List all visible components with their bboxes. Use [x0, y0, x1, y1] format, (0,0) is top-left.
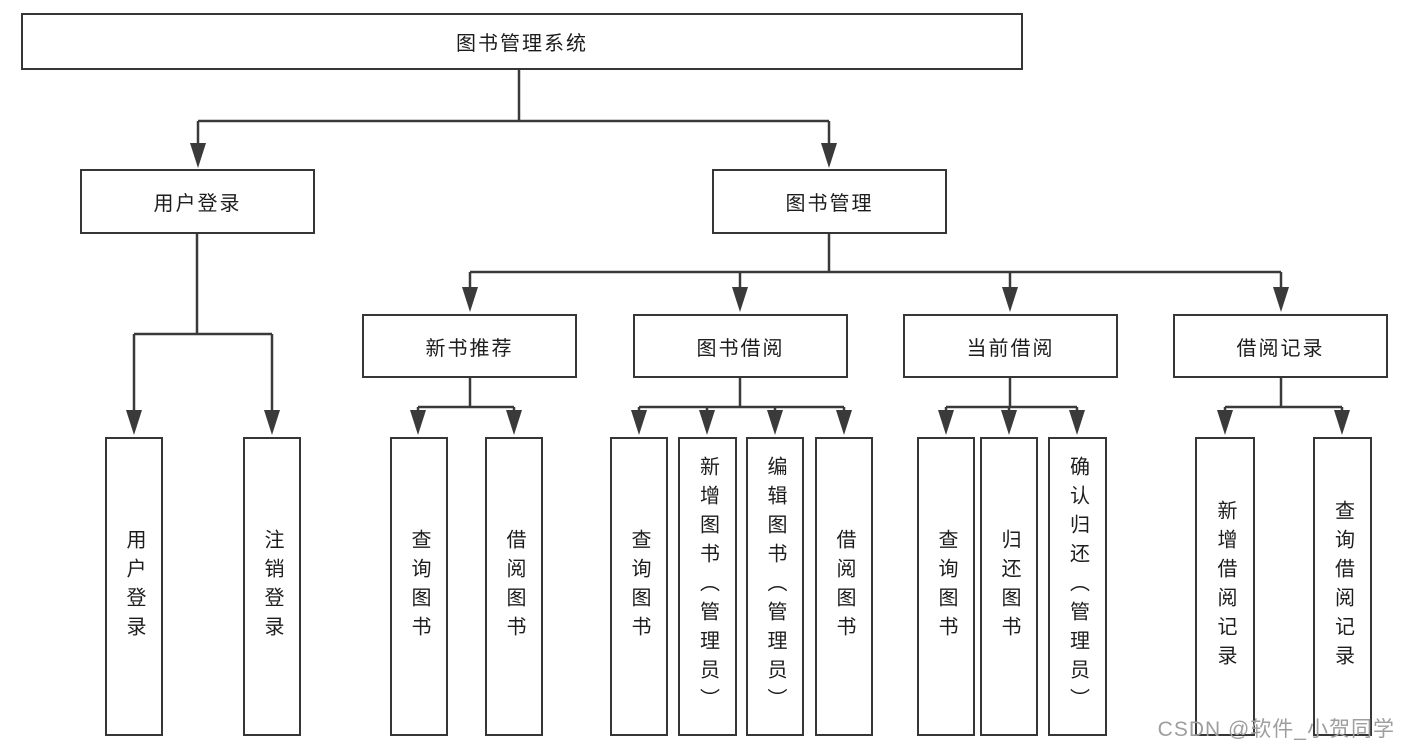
leaf-query-books-borrow: 查询图书 — [610, 437, 668, 736]
connector-current-borrow-children — [944, 378, 1079, 413]
csdn-watermark: CSDN @软件_小贺同学 — [1157, 718, 1395, 741]
leaf-return-book: 归还图书 — [980, 437, 1038, 736]
node-book-management-system: 图书管理系统 — [21, 13, 1023, 70]
leaf-query-books-current-label: 查询图书 — [935, 528, 957, 645]
node-current-borrow: 当前借阅 — [903, 314, 1118, 378]
leaf-add-borrow-record-label: 新增借阅记录 — [1214, 499, 1236, 674]
leaf-logout-label: 注销登录 — [261, 528, 283, 645]
leaf-edit-book-admin: 编辑图书（管理员） — [746, 437, 804, 736]
leaf-add-book-admin: 新增图书（管理员） — [678, 437, 737, 736]
leaf-return-book-label: 归还图书 — [998, 528, 1020, 645]
connector-new-book-children — [416, 378, 516, 413]
leaf-borrow-books-borrow-label: 借阅图书 — [833, 528, 855, 645]
leaf-query-books-newbook: 查询图书 — [390, 437, 448, 736]
leaf-borrow-books-newbook-label: 借阅图书 — [503, 528, 525, 645]
leaf-confirm-return-admin-label: 确认归还（管理员） — [1066, 456, 1089, 717]
node-user-login-label: 用户登录 — [153, 193, 242, 215]
leaf-query-borrow-record-label: 查询借阅记录 — [1331, 499, 1354, 674]
leaf-borrow-books-newbook: 借阅图书 — [485, 437, 543, 736]
node-new-book-recommend: 新书推荐 — [362, 314, 577, 378]
leaf-add-borrow-record: 新增借阅记录 — [1195, 437, 1255, 736]
leaf-logout: 注销登录 — [243, 437, 301, 736]
connector-root-to-level1 — [196, 70, 831, 146]
connector-user-login-children — [132, 234, 274, 413]
node-new-book-recommend-label: 新书推荐 — [425, 337, 514, 360]
leaf-add-book-admin-label: 新增图书（管理员） — [696, 456, 719, 717]
connector-book-management-children — [468, 234, 1283, 290]
leaf-query-borrow-record: 查询借阅记录 — [1313, 437, 1372, 736]
node-book-management-system-label: 图书管理系统 — [456, 33, 588, 55]
leaf-query-books-newbook-label: 查询图书 — [408, 528, 430, 645]
connector-borrow-records-children — [1223, 378, 1344, 413]
leaf-query-books-current: 查询图书 — [917, 437, 975, 736]
leaf-borrow-books-borrow: 借阅图书 — [815, 437, 873, 736]
leaf-confirm-return-admin: 确认归还（管理员） — [1048, 437, 1107, 736]
node-borrow-records-label: 借阅记录 — [1236, 337, 1325, 360]
node-book-borrow: 图书借阅 — [633, 314, 848, 378]
leaf-edit-book-admin-label: 编辑图书（管理员） — [764, 456, 786, 717]
node-book-management-label: 图书管理 — [785, 193, 874, 215]
node-borrow-records: 借阅记录 — [1173, 314, 1388, 378]
leaf-query-books-borrow-label: 查询图书 — [628, 528, 650, 645]
leaf-user-login: 用户登录 — [105, 437, 163, 736]
node-book-borrow-label: 图书借阅 — [696, 337, 785, 360]
node-book-management: 图书管理 — [712, 169, 947, 234]
connector-book-borrow-children — [637, 378, 846, 413]
leaf-user-login-label: 用户登录 — [123, 528, 145, 645]
node-user-login: 用户登录 — [80, 169, 315, 234]
node-current-borrow-label: 当前借阅 — [966, 337, 1055, 360]
